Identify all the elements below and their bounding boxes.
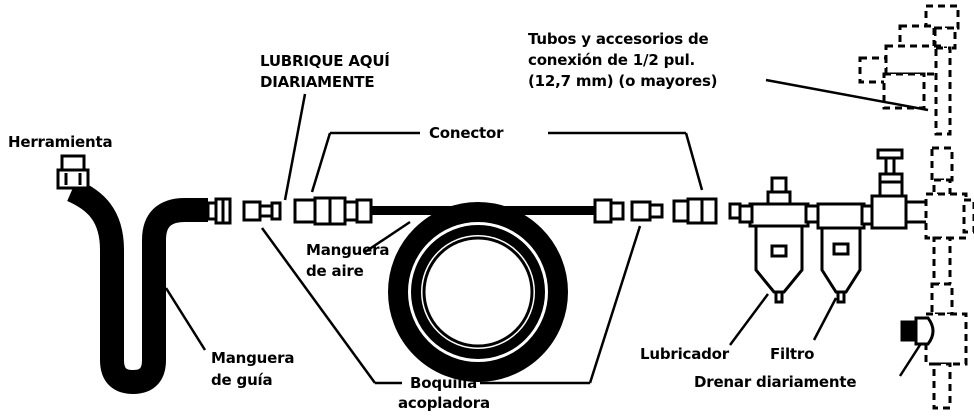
label-pipes-1: Tubos y accesorios de bbox=[528, 30, 709, 48]
label-filter: Filtro bbox=[770, 345, 815, 363]
label-lubricate-1: LUBRIQUE AQUÍ bbox=[260, 52, 390, 70]
label-coupler-2: acopladora bbox=[398, 394, 490, 412]
air-hose-coil bbox=[388, 202, 568, 382]
leader-hose bbox=[66, 178, 208, 395]
left-fittings bbox=[206, 196, 373, 226]
label-pipes-2: conexión de 1/2 pul. bbox=[528, 51, 696, 69]
drain-valve bbox=[900, 316, 935, 346]
label-lubricate-2: DIARIAMENTE bbox=[260, 73, 375, 91]
label-tool: Herramienta bbox=[8, 133, 113, 151]
label-connector: Conector bbox=[429, 124, 504, 142]
shutoff-valve bbox=[870, 148, 930, 230]
right-fittings bbox=[593, 197, 742, 225]
leader-lines bbox=[164, 78, 929, 385]
label-coupler-1: Boquilla bbox=[410, 374, 478, 392]
air-hose-main bbox=[370, 206, 595, 215]
label-air-hose-1: Manguera bbox=[306, 241, 390, 259]
label-drain: Drenar diariamente bbox=[694, 373, 857, 391]
label-leader-hose-2: de guía bbox=[211, 371, 273, 389]
tool-fitting bbox=[56, 154, 90, 190]
label-pipes-3: (12,7 mm) (o mayores) bbox=[528, 72, 718, 90]
filter bbox=[816, 202, 876, 304]
label-leader-hose-1: Manguera bbox=[211, 349, 295, 367]
lubricator bbox=[738, 176, 822, 304]
label-lubricator: Lubricador bbox=[640, 345, 729, 363]
pipes-dashed bbox=[858, 4, 974, 410]
label-air-hose-2: de aire bbox=[306, 262, 364, 280]
